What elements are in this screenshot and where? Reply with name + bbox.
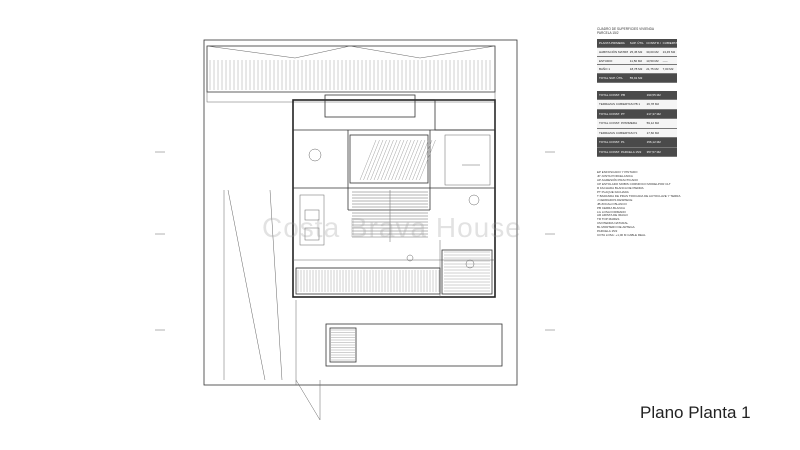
table-row: ESTUDIO 11,50 M2 13,50 M2 ----- [597, 56, 677, 66]
legend-note: R FACHADA BLANCA DE PIEDRA [597, 186, 644, 191]
table-cell: 156,12 M2 [646, 140, 661, 145]
table-cell [644, 74, 660, 82]
legend-note: PB CERRA BLANCA [597, 205, 626, 210]
legend-note: J CERRADOS DESPIECE [597, 197, 633, 202]
table-cell: 26,78 M2 [646, 102, 660, 107]
table-cell: 18,78 M2 [629, 67, 643, 72]
table-cell: TOTAL CONST. P.PRIMERA [599, 121, 638, 126]
table-cell [661, 74, 677, 82]
legend-note: CM PIEDRA NATURAL [597, 221, 629, 226]
legend-note: AP AGRESIÓN PRACTICADO [597, 178, 638, 183]
legend-note: TR TOP MARES [597, 217, 620, 222]
table-cell: ----- [662, 58, 668, 63]
table-header-cell: PLANTA PRIMERA [599, 41, 625, 45]
legend-note: CP ESTOLADO MOBIS CORNIFICO MODELPOR CLT [597, 182, 671, 187]
legend-subheading: PARCELA 15/2 [597, 31, 619, 35]
table-row: HABITACIÓN MATRIMONIO 25,45 M2 30,00 M2 … [597, 47, 677, 57]
legend-note: PT PLAQUE FACHADA [597, 190, 629, 195]
table-row: TOTAL CONST. P1 156,12 M2 [597, 138, 677, 148]
table-cell: TERRAZAS CUBIERTAS P1 [599, 130, 638, 135]
legend-note: LG LOSA FORMADO [597, 209, 626, 214]
pool [325, 323, 503, 367]
table-cell: 17,60 M2 [646, 130, 660, 135]
table-cell: BAÑO 1 [599, 67, 611, 72]
table-header-cell: SUP. ÚTIL M2 [629, 41, 644, 45]
table-row: TOTAL CONST. PB 190,55 M2 [597, 90, 677, 101]
stair [352, 190, 428, 242]
terraces [295, 249, 493, 295]
plan-title: Plano Planta 1 [640, 403, 751, 422]
watermark-text: Costa Brava House [262, 212, 522, 243]
table-row: TERRAZAS CUBIERTAS PB 1 26,78 M2 [597, 100, 677, 110]
table-cell: 25,45 M2 [629, 49, 643, 54]
legend-note: AR ARISTA DE IRAGO [597, 213, 628, 218]
table-cell: TERRAZAS CUBIERTAS PB 1 [599, 102, 641, 107]
table-cell: 190,55 M2 [646, 92, 661, 97]
legend-note: T BARANDA DE PRAS TROCADA DE AUTOCLAVE Y… [597, 193, 681, 198]
table-row: TOTAL CONST. P.PRIMERA 59,12 M2 [597, 119, 677, 129]
table-cell: HABITACIÓN MATRIMONIO [599, 49, 628, 54]
table-row: TOTAL CONST. PARCELA 15/2 357,57 M2 [597, 147, 677, 158]
table-cell: 59,12 M2 [646, 121, 660, 126]
table-cell: 357,57 M2 [646, 149, 661, 154]
table-total-row: TOTAL SUP. ÚTIL 55,91 M2 [597, 74, 677, 83]
site-boundary [203, 39, 518, 421]
table-cell: 30,00 M2 [646, 49, 659, 54]
central-patio [349, 134, 436, 184]
table-row: TERRAZAS CUBIERTAS P1 17,60 M2 [597, 128, 677, 139]
legend-note: JB ZOCALO BLANCO [597, 201, 627, 206]
table-cell: 55,91 M2 [629, 76, 643, 81]
totals-table: TOTAL CONST. PB 190,55 M2 TERRAZAS CUBIE… [597, 90, 677, 158]
table-cell: TOTAL CONST. PB [599, 92, 625, 97]
table-row: TOTAL CONST. PT 217,37 M2 [597, 109, 677, 120]
roof-band [206, 45, 496, 103]
table-header-cell: CONSTR. M2 [646, 41, 660, 45]
surface-table: PLANTA PRIMERA SUP. ÚTIL M2 CONSTR. M2 C… [597, 39, 677, 83]
legend-note: EP ENFOSCADO Y PINTADO [597, 170, 638, 175]
table-cell: 7,00 M2 [662, 67, 674, 72]
legend-heading: CUADRO DE SUPERFICIES VIVIENDA [597, 27, 655, 31]
table-header-cell: CUBIERTA M2 [662, 41, 678, 45]
table-cell: TOTAL SUP. ÚTIL [599, 76, 624, 81]
legend-note: COTA LOSA: +1,00 M CABLE REAL [597, 232, 646, 237]
table-cell: TOTAL CONST. PARCELA 15/2 [599, 149, 642, 154]
table-cell: TOTAL CONST. PT [599, 111, 625, 116]
legend-note: JP JUNTA PORCELANICA [597, 174, 633, 179]
table-cell: 217,37 M2 [646, 111, 661, 116]
table-cell: 13,50 M2 [646, 58, 659, 63]
surface-legend: CUADRO DE SUPERFICIES VIVIENDA PARCELA 1… [597, 27, 681, 238]
legend-note: BL MORTERO DE ARTEGA [597, 225, 635, 230]
dimension-marks [155, 151, 555, 331]
table-cell: 21,75 M2 [646, 67, 659, 72]
table-cell: 11,50 M2 [629, 58, 643, 63]
table-cell: 13,45 M2 [662, 49, 676, 54]
table-header-row: PLANTA PRIMERA SUP. ÚTIL M2 CONSTR. M2 C… [597, 39, 677, 48]
table-cell: ESTUDIO [599, 58, 613, 63]
building-walls [292, 94, 496, 298]
fixtures [304, 148, 480, 269]
table-row: BAÑO 1 18,78 M2 21,75 M2 7,00 M2 [597, 65, 677, 75]
legend-note: PARCELA 15/2 [597, 229, 618, 234]
table-cell: TOTAL CONST. P1 [599, 140, 625, 145]
